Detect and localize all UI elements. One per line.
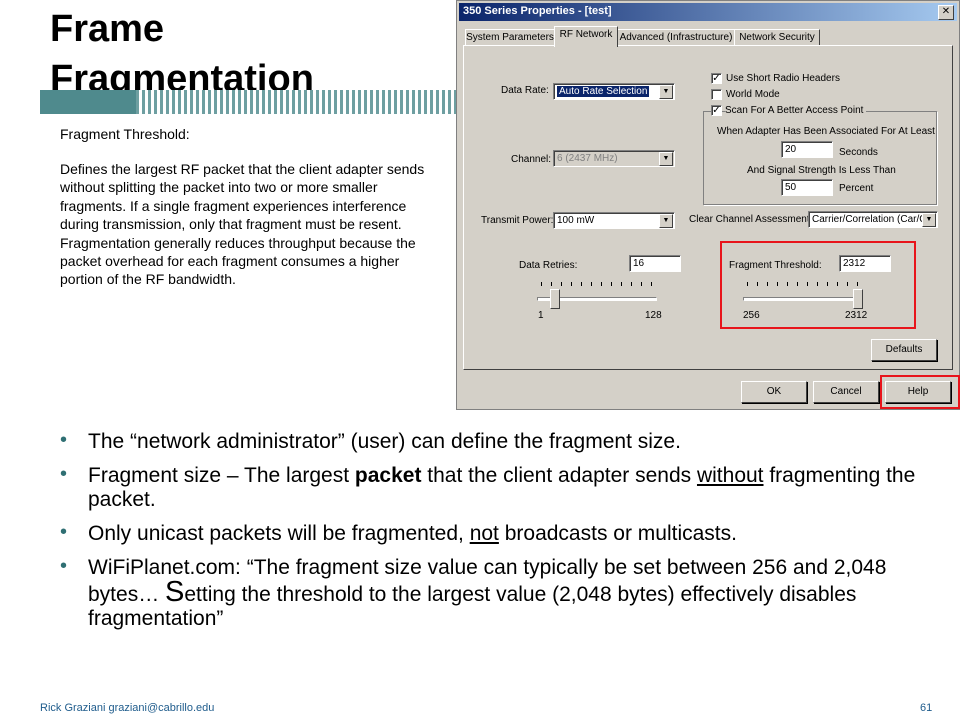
bullet-item: Only unicast packets will be fragmented,… (60, 520, 940, 546)
world-mode-label: World Mode (726, 89, 780, 100)
fragment-threshold-slider-thumb[interactable] (853, 289, 863, 309)
tab-network-security[interactable]: Network Security (734, 29, 820, 46)
bullet-text: etting the threshold to the largest valu… (88, 583, 857, 630)
chevron-down-icon[interactable]: ▼ (659, 85, 673, 99)
dialog-titlebar[interactable]: 350 Series Properties - [test] ✕ (459, 3, 957, 21)
fragment-threshold-input[interactable]: 2312 (839, 255, 891, 272)
signal-strength-label: And Signal Strength Is Less Than (747, 165, 896, 176)
transmit-power-value: 100 mW (557, 215, 595, 226)
world-mode-checkbox[interactable] (711, 89, 722, 100)
bullet-text: The “network administrator” (user) can d… (88, 430, 681, 453)
data-retries-label: Data Retries: (519, 260, 578, 271)
cca-select[interactable]: Carrier/Correlation (Car/Co ▼ (808, 211, 938, 228)
channel-value: 6 (2437 MHz) (557, 153, 618, 164)
decorative-bar-solid (40, 90, 136, 114)
fragment-threshold-description: Defines the largest RF packet that the c… (60, 161, 425, 288)
data-retries-ticks (541, 282, 653, 286)
bullet-item: The “network administrator” (user) can d… (60, 428, 940, 454)
tab-advanced-infrastructure[interactable]: Advanced (Infrastructure) (617, 29, 735, 46)
ok-button[interactable]: OK (741, 381, 807, 403)
chevron-down-icon[interactable]: ▼ (922, 213, 936, 227)
data-rate-value: Auto Rate Selection (557, 86, 650, 97)
bullet-big-letter: S (165, 576, 185, 608)
decorative-bar-stripes (136, 90, 456, 114)
data-retries-max: 128 (645, 310, 662, 321)
bullet-list: The “network administrator” (user) can d… (60, 428, 940, 641)
bullet-text: that the client adapter sends (421, 464, 697, 487)
data-retries-input[interactable]: 16 (629, 255, 681, 272)
short-headers-label: Use Short Radio Headers (726, 73, 840, 84)
channel-select[interactable]: 6 (2437 MHz) ▼ (553, 150, 675, 167)
chevron-down-icon[interactable]: ▼ (659, 152, 673, 166)
chevron-down-icon[interactable]: ▼ (659, 214, 673, 228)
bullet-text: WiFiPlanet.com: “The fragment size value… (88, 556, 887, 606)
decorative-bar (40, 90, 456, 114)
bullet-underline: not (469, 522, 499, 545)
fragment-threshold-max: 2312 (845, 310, 868, 321)
cca-value: Carrier/Correlation (Car/Co (812, 214, 933, 225)
short-headers-checkbox[interactable]: ✓ (711, 73, 722, 84)
cca-label: Clear Channel Assessment: (689, 214, 813, 225)
data-retries-track[interactable] (537, 297, 657, 301)
data-rate-label: Data Rate: (501, 85, 549, 96)
data-rate-select[interactable]: Auto Rate Selection ▼ (553, 83, 675, 100)
fragment-threshold-min: 256 (743, 310, 760, 321)
bullet-text: Fragment size – The largest (88, 464, 355, 487)
defaults-button[interactable]: Defaults (871, 339, 937, 361)
help-highlight (880, 375, 960, 409)
title-line-1: Frame (50, 8, 165, 50)
scan-checkbox[interactable]: ✓ (711, 105, 722, 116)
bullet-bold: packet (354, 464, 422, 487)
help-button[interactable]: Help (885, 381, 951, 403)
bullet-text: Only unicast packets will be fragmented, (88, 522, 470, 545)
tab-rf-network[interactable]: RF Network (554, 26, 618, 47)
bullet-text: fragmenting the packet. (88, 464, 916, 511)
percent-unit-label: Percent (839, 183, 874, 194)
seconds-input[interactable]: 20 (781, 141, 833, 158)
transmit-power-select[interactable]: 100 mW ▼ (553, 212, 675, 229)
footer-author: Rick Graziani graziani@cabrillo.edu (40, 702, 215, 714)
fragment-threshold-track[interactable] (743, 297, 863, 301)
fragment-threshold-highlight (720, 241, 916, 329)
seconds-unit-label: Seconds (839, 147, 878, 158)
dialog-title: 350 Series Properties - [test] (463, 5, 612, 17)
percent-input[interactable]: 50 (781, 179, 833, 196)
data-retries-slider-thumb[interactable] (550, 289, 561, 309)
transmit-power-label: Transmit Power: (481, 215, 554, 226)
fragment-threshold-label: Fragment Threshold: (729, 260, 822, 271)
tab-system-parameters[interactable]: System Parameters (465, 29, 555, 46)
slide-title: Frame Fragmentation (50, 4, 314, 104)
bullet-item: Fragment size – The largest packet that … (60, 462, 940, 512)
fragment-threshold-heading: Fragment Threshold: (60, 126, 190, 142)
bullet-item: WiFiPlanet.com: “The fragment size value… (60, 554, 940, 631)
associated-duration-label: When Adapter Has Been Associated For At … (717, 126, 935, 137)
bullet-text: broadcasts or multicasts. (498, 522, 737, 545)
rf-network-panel (463, 45, 953, 370)
bullet-underline: without (696, 464, 764, 487)
page-number: 61 (920, 702, 933, 714)
fragment-threshold-ticks (747, 282, 859, 286)
properties-dialog: 350 Series Properties - [test] ✕ System … (456, 0, 960, 410)
close-icon[interactable]: ✕ (938, 5, 954, 20)
cancel-button[interactable]: Cancel (813, 381, 879, 403)
scan-label: Scan For A Better Access Point (725, 105, 867, 116)
data-retries-min: 1 (538, 310, 544, 321)
channel-label: Channel: (511, 154, 552, 165)
